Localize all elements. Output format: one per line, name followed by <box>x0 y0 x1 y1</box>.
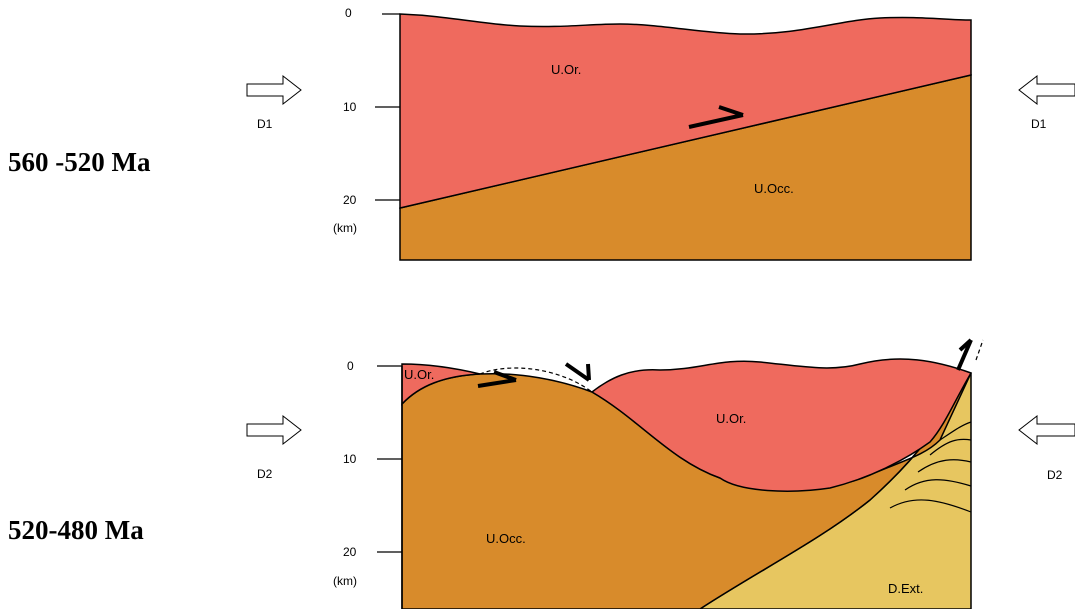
upper-plate-bottom <box>590 358 973 492</box>
upper-unit-label-bottom: U.Or. <box>716 411 746 426</box>
lower-unit-label-bottom: U.Occ. <box>486 531 526 546</box>
panel-top: 560 -520 Ma D1 D1 0 10 20 (km) U.Or. <box>8 6 1075 261</box>
eroded-surface-dashed <box>479 367 593 393</box>
folded-layers <box>889 421 972 513</box>
depth-unit-top: (km) <box>333 221 357 235</box>
left-arrow-label-bottom: D2 <box>257 467 273 481</box>
compression-arrow-right-icon <box>246 414 302 446</box>
fault-sense-arrow <box>956 338 984 371</box>
thrust-sense-arrow <box>688 105 744 129</box>
depth-tick-10-top: 10 <box>343 100 357 114</box>
compression-arrow-right-icon <box>246 74 302 106</box>
depth-tick-0-bottom: 0 <box>347 359 354 373</box>
compression-arrow-left-icon <box>1018 414 1075 446</box>
depth-tick-10-bottom: 10 <box>343 452 357 466</box>
right-arrow-label-top: D1 <box>1031 117 1047 131</box>
thrust-sense-arrow <box>477 370 517 388</box>
depth-tick-0-top: 0 <box>345 6 352 20</box>
left-arrow-label-top: D1 <box>257 117 273 131</box>
upper-unit-remnant-label: U.Or. <box>404 367 434 382</box>
extension-unit-label: D.Ext. <box>888 581 923 596</box>
depth-unit-bottom: (km) <box>333 574 357 588</box>
depth-axis-bottom <box>377 365 403 609</box>
period-label-top: 560 -520 Ma <box>8 147 151 177</box>
compression-arrow-left-icon <box>1018 74 1075 106</box>
depth-axis-top <box>375 13 400 201</box>
period-label-bottom: 520-480 Ma <box>8 515 144 545</box>
depth-tick-20-bottom: 20 <box>343 545 357 559</box>
upper-unit-label-top: U.Or. <box>551 62 581 77</box>
normal-sense-arrow <box>564 362 591 382</box>
upper-plate-remnant <box>401 363 481 406</box>
panel-bottom: 520-480 Ma D2 D2 <box>8 338 1075 609</box>
lower-unit-label-top: U.Occ. <box>754 181 794 196</box>
depth-tick-20-top: 20 <box>343 193 357 207</box>
upper-plate-top <box>399 13 972 209</box>
right-arrow-label-bottom: D2 <box>1047 468 1063 482</box>
